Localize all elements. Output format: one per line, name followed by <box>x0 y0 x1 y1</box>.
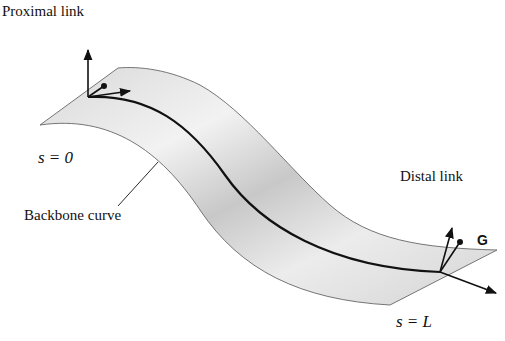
parameter-label: s = 0 <box>38 148 73 168</box>
proximal-frame <box>88 50 130 97</box>
leader-line <box>118 162 158 206</box>
part-name: Backbone curve <box>24 207 121 224</box>
distal-frame <box>440 228 496 293</box>
backbone-curve <box>88 97 440 272</box>
ribbon-surface <box>40 68 497 305</box>
part-name: Proximal link <box>2 3 84 20</box>
parameter-label: s = L <box>396 312 432 332</box>
part-name: Distal link <box>400 168 463 185</box>
frame-label: G <box>477 232 488 248</box>
